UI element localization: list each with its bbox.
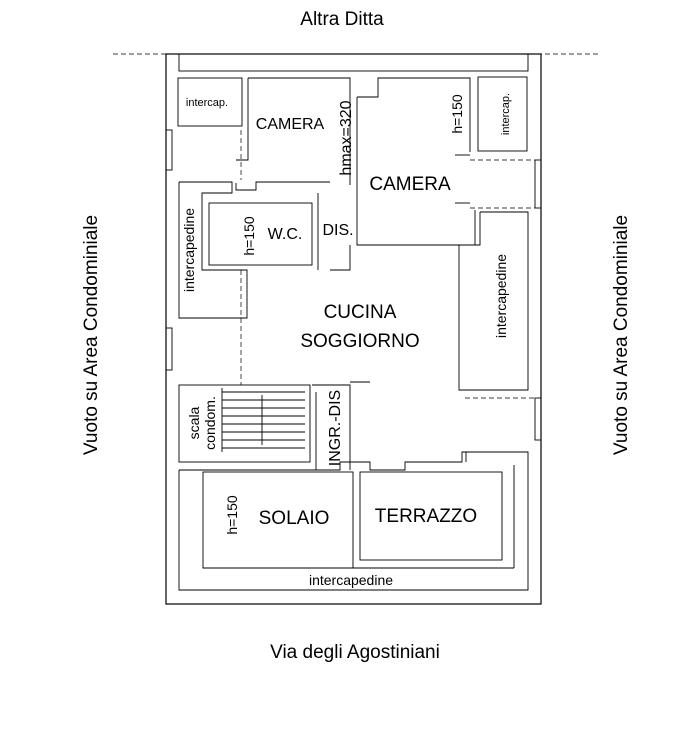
label-h150-solaio: h=150 [224, 495, 240, 535]
label-intercapedine-bottom: intercapedine [309, 572, 393, 588]
label-terrazzo: TERRAZZO [375, 506, 477, 527]
terrazzo-room [359, 471, 503, 561]
camera-right-south-wall [356, 97, 476, 246]
intercap-box-right [477, 76, 528, 152]
intercap-box-left [177, 77, 243, 127]
label-intercapedine-right: intercapedine [493, 254, 509, 338]
label-h150-wc: h=150 [241, 216, 257, 256]
ingr-wall [312, 384, 351, 470]
lower-outer-wall [178, 451, 529, 591]
label-west: Vuoto su Area Condominiale [81, 215, 102, 455]
stair-enclosure [178, 384, 311, 463]
dis-wall [330, 245, 351, 271]
top-intercapedine-strip [178, 53, 529, 72]
label-solaio: SOLAIO [259, 508, 330, 529]
label-east: Vuoto su Area Condominiale [611, 215, 632, 455]
label-dis: DIS. [322, 222, 353, 239]
label-condom: condom. [202, 396, 218, 450]
window-right [534, 159, 542, 209]
intercapedine-left-box [178, 181, 248, 319]
label-intercap-left: intercap. [186, 97, 228, 109]
camera-left-west-wall [236, 78, 249, 161]
label-intercap-right: intercap. [500, 93, 512, 135]
label-hmax: hmax=320 [338, 100, 355, 175]
stair-treads [221, 388, 305, 452]
label-wc: W.C. [268, 226, 303, 243]
window-left [165, 327, 173, 371]
camera-left-south-wall [235, 181, 330, 191]
label-soggiorno: SOGGIORNO [300, 331, 419, 352]
label-intercapedine-left: intercapedine [181, 208, 197, 292]
label-h150-camera: h=150 [449, 94, 465, 134]
window-right [534, 397, 542, 441]
label-ingr-dis: INGR.-DIS [327, 390, 344, 466]
camera-left-wall [248, 77, 351, 185]
label-north: Altra Ditta [300, 9, 384, 30]
label-camera-left: CAMERA [256, 116, 325, 133]
label-cucina: CUCINA [324, 302, 397, 323]
label-south: Via degli Agostiniani [270, 642, 440, 663]
label-camera-right: CAMERA [369, 174, 451, 195]
camera-right-wall [357, 77, 471, 152]
wc-room [208, 202, 313, 266]
window-left [165, 129, 173, 171]
label-scala: scala [186, 406, 202, 439]
intercapedine-right-box [458, 211, 529, 391]
